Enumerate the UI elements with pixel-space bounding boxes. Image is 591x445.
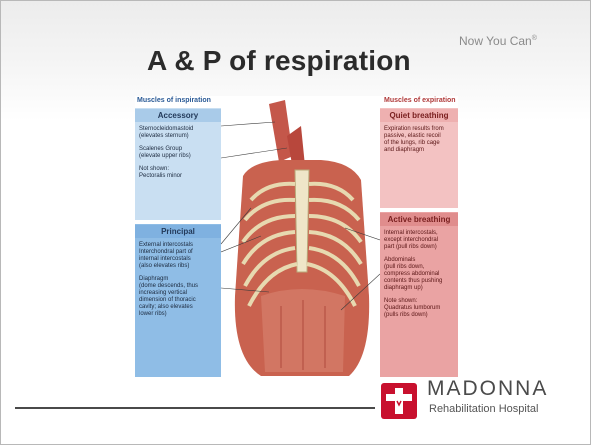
logo-subtitle: Rehabilitation Hospital [429,403,538,415]
madonna-logo: MADONNA Rehabilitation Hospital [381,377,581,423]
principal-line: lower ribs) [139,311,198,318]
rib-cage-illustration [221,96,380,382]
active-line: Abdominals [384,257,442,264]
active-line: except interchondral [384,237,442,244]
principal-line: Interchondral part of [139,249,198,256]
slide-title: A & P of respiration [147,45,411,77]
sternum [295,170,309,272]
principal-line: internal intercostals [139,256,198,263]
active-line: diaphragm up) [384,285,442,292]
inspiration-header: Muscles of inspiration [137,97,211,104]
accessory-line: Not shown: [139,166,193,173]
sternocleidomastoid-muscle [269,100,293,162]
footer-divider [15,407,375,409]
active-line: (pull ribs down, [384,264,442,271]
respiration-muscles-figure: Muscles of inspiration Muscles of expira… [135,96,458,382]
quiet-line: Expiration results from [384,126,444,133]
accessory-title: Accessory [135,109,221,122]
tagline: Now You Can® [459,34,537,48]
accessory-panel: Accessory Sternocleidomastoid (elevates … [135,108,221,220]
principal-title: Principal [135,225,221,238]
principal-line: cavity; also elevates [139,304,198,311]
active-breathing-title: Active breathing [380,213,458,226]
accessory-line: Scalenes Group [139,146,193,153]
principal-line: External intercostals [139,242,198,249]
active-breathing-text: Internal intercostals, except interchond… [384,230,442,319]
active-line: Note shown: [384,298,442,305]
quiet-breathing-panel: Quiet breathing Expiration results from … [380,108,458,208]
principal-line: (dome descends, thus [139,283,198,290]
quiet-breathing-text: Expiration results from passive, elastic… [384,126,444,154]
active-line: (pulls ribs down) [384,312,442,319]
principal-panel: Principal External intercostals Intercho… [135,224,221,377]
principal-line: (also elevates ribs) [139,263,198,270]
active-line: part (pull ribs down) [384,244,442,251]
accessory-line: Sternocleidomastoid [139,126,193,133]
quiet-line: of the lungs, rib cage [384,140,444,147]
quiet-line: passive, elastic recoil [384,133,444,140]
active-line: Internal intercostals, [384,230,442,237]
accessory-line: (elevates sternum) [139,133,193,140]
cross-logo-icon [381,383,417,419]
registered-mark: ® [532,35,537,42]
active-line: compress abdominal [384,271,442,278]
active-line: Quadratus lumborum [384,305,442,312]
accessory-line: Pectoralis minor [139,173,193,180]
logo-name: MADONNA [427,377,548,401]
quiet-line: and diaphragm [384,147,444,154]
tagline-text: Now You Can [459,34,532,48]
active-breathing-panel: Active breathing Internal intercostals, … [380,212,458,377]
quiet-breathing-title: Quiet breathing [380,109,458,122]
principal-line: increasing vertical [139,290,198,297]
principal-line: Diaphragm [139,276,198,283]
active-line: contents thus pushing [384,278,442,285]
principal-text: External intercostals Interchondral part… [139,242,198,318]
accessory-line: (elevate upper ribs) [139,153,193,160]
accessory-text: Sternocleidomastoid (elevates sternum) S… [139,126,193,180]
expiration-header: Muscles of expiration [384,97,456,104]
principal-line: dimension of thoracic [139,297,198,304]
